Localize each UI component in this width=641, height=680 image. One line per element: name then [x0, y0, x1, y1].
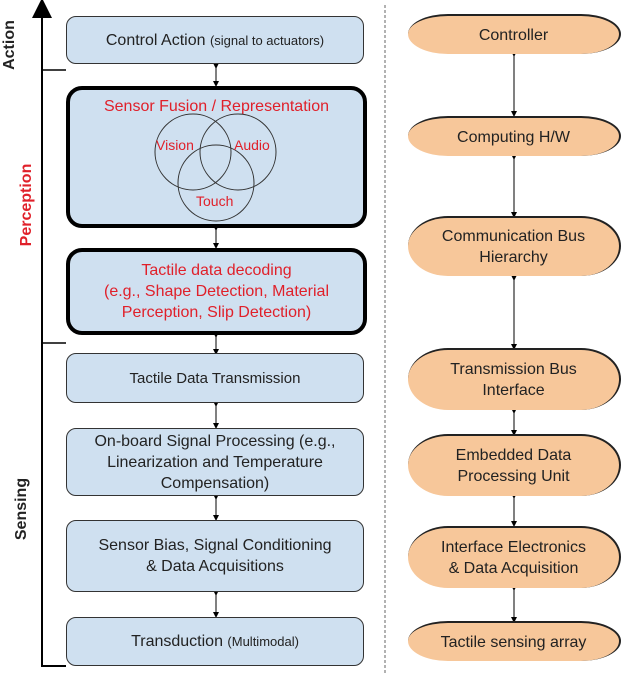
computing-hw-box: Computing H/W [408, 116, 621, 156]
onboard-line2: Linearization and Temperature [107, 453, 323, 471]
label-perception: Perception [18, 163, 35, 247]
sensor-bias-line2: & Data Acquisitions [146, 558, 284, 575]
label-sensing: Sensing [13, 477, 30, 541]
tactile-decoding-line3: Perception, Slip Detection) [121, 304, 312, 321]
venn-label-touch: Touch [196, 193, 234, 209]
onboard-line3: Compensation) [160, 474, 270, 492]
onboard-processing-box: On-board Signal Processing (e.g., Linear… [66, 428, 364, 496]
control-action-box: Control Action (signal to actuators) [66, 16, 364, 64]
controller-box: Controller [408, 14, 621, 54]
transmission-box: Tactile Data Transmission [66, 353, 364, 403]
interface-electronics-box: Interface Electronics & Data Acquisition [408, 526, 621, 588]
comm-bus-box: Communication Bus Hierarchy [408, 216, 621, 276]
control-action-title: Control Action [105, 31, 206, 49]
venn-label-vision: Vision [156, 137, 194, 153]
sensing-array-label: Tactile sensing array [440, 633, 587, 651]
tactile-decoding-line2: (e.g., Shape Detection, Material [103, 283, 329, 300]
tactile-decoding-line1: Tactile data decoding [141, 262, 292, 279]
controller-label: Controller [478, 26, 549, 44]
tx-bus-line2: Interface [482, 382, 545, 399]
interface-line1: Interface Electronics [441, 539, 586, 556]
onboard-line1: On-board Signal Processing (e.g., [94, 432, 336, 450]
venn-label-audio: Audio [234, 137, 270, 153]
computing-hw-label: Computing H/W [457, 128, 570, 146]
comm-bus-line1: Communication Bus [441, 228, 586, 245]
comm-bus-line2: Hierarchy [479, 249, 548, 266]
control-action-subtitle: (signal to actuators) [209, 32, 325, 48]
transduction-box: Transduction (Multimodal) [66, 617, 364, 666]
embedded-unit-box: Embedded Data Processing Unit [408, 434, 621, 496]
tx-bus-line1: Transmission Bus [450, 361, 577, 378]
sensor-fusion-title: Sensor Fusion / Representation [103, 98, 329, 115]
sensing-array-box: Tactile sensing array [408, 621, 621, 661]
embedded-line2: Processing Unit [457, 468, 570, 485]
sensor-bias-line1: Sensor Bias, Signal Conditioning [98, 537, 332, 554]
transmission-label: Tactile Data Transmission [129, 369, 301, 387]
tactile-decoding-box: Tactile data decoding (e.g., Shape Detec… [66, 248, 367, 335]
interface-line2: & Data Acquisition [448, 560, 579, 577]
label-action: Action [1, 20, 18, 70]
embedded-line1: Embedded Data [455, 447, 572, 464]
tx-bus-box: Transmission Bus Interface [408, 348, 621, 410]
transduction-subtitle: (Multimodal) [227, 634, 299, 649]
transduction-title: Transduction [131, 633, 223, 650]
sensor-bias-box: Sensor Bias, Signal Conditioning & Data … [66, 520, 364, 592]
